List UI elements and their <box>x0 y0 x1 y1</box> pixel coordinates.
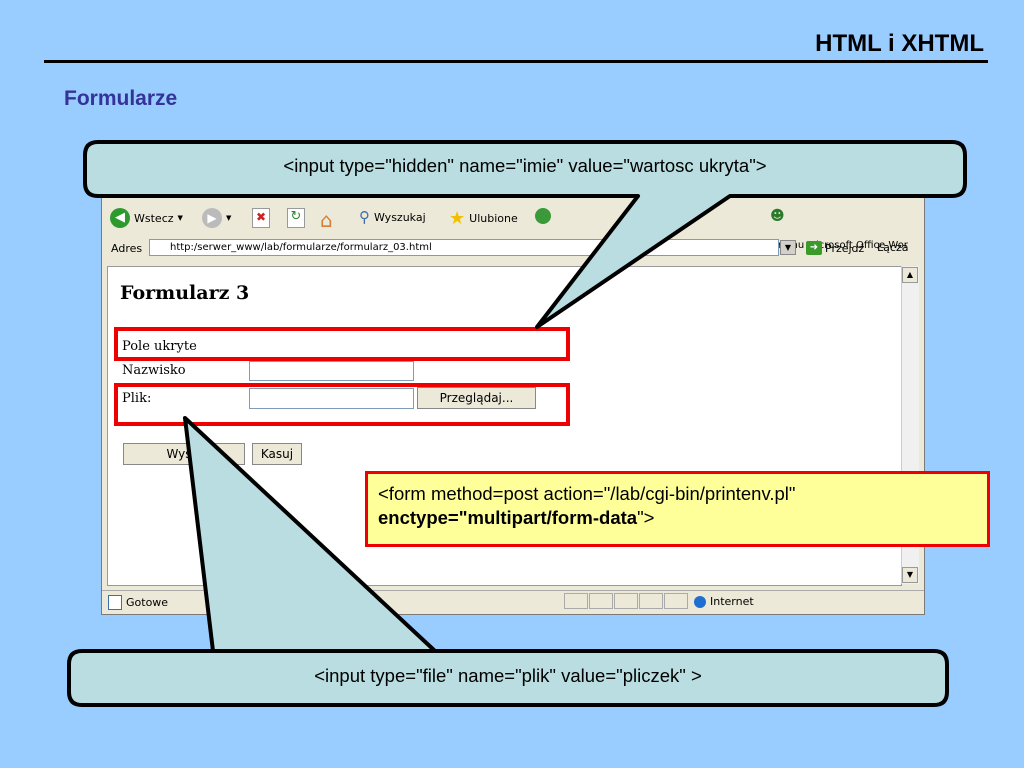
file-label: Plik: <box>122 391 152 406</box>
messenger-button[interactable]: ☻ <box>770 208 785 224</box>
forward-arrow-icon: ▶ <box>202 208 222 228</box>
chevron-down-icon: ▼ <box>906 570 914 579</box>
file-field-highlight <box>114 383 570 426</box>
status-cell <box>614 593 638 609</box>
surname-input[interactable] <box>249 361 414 381</box>
status-cell <box>664 593 688 609</box>
history-icon <box>535 208 551 224</box>
hidden-field-highlight <box>114 327 570 361</box>
slide-title: HTML i XHTML <box>815 30 984 57</box>
surname-label: Nazwisko <box>122 363 186 378</box>
go-arrow-icon: ➜ <box>806 241 822 255</box>
file-input[interactable] <box>249 388 414 409</box>
form-enctype: enctype="multipart/form-data <box>378 507 638 528</box>
hidden-field-label: Pole ukryte <box>122 339 197 354</box>
address-label: Adres <box>111 242 143 255</box>
title-divider <box>44 60 988 63</box>
refresh-button[interactable]: ↻ <box>287 208 305 228</box>
form-tag-close: "> <box>637 507 655 528</box>
forward-button[interactable]: ▶ ▼ <box>202 208 231 228</box>
bottom-callout-bubble <box>67 416 949 707</box>
scroll-up-button[interactable]: ▲ <box>902 267 918 283</box>
reset-button[interactable]: Kasuj <box>252 443 302 465</box>
back-button[interactable]: ◀ Wstecz ▼ <box>110 208 183 228</box>
status-bar: Gotowe Internet <box>102 590 924 613</box>
zone-text: Internet <box>710 595 754 608</box>
home-icon: ⌂ <box>320 208 333 232</box>
form-tag-note: <form method=post action="/lab/cgi-bin/p… <box>365 471 990 547</box>
links-label[interactable]: Łącza <box>877 241 909 254</box>
messenger-icon: ☻ <box>770 208 785 224</box>
home-button[interactable]: ⌂ <box>320 208 333 232</box>
form-tag-line1: <form method=post action="/lab/cgi-bin/p… <box>378 483 796 504</box>
back-label: Wstecz <box>134 211 174 225</box>
go-label: Przejdź <box>825 241 865 255</box>
back-arrow-icon: ◀ <box>110 208 130 228</box>
chevron-down-icon: ▼ <box>784 243 792 252</box>
scroll-down-button[interactable]: ▼ <box>902 567 918 583</box>
stop-icon: ✖ <box>252 208 270 228</box>
status-zone: Internet <box>694 595 754 608</box>
status-ready: Gotowe <box>108 595 168 610</box>
stop-button[interactable]: ✖ <box>252 208 270 228</box>
chevron-down-icon: ▼ <box>226 214 232 222</box>
globe-icon <box>694 595 706 608</box>
status-cell <box>564 593 588 609</box>
top-callout-bubble <box>83 140 967 329</box>
status-cell <box>639 593 663 609</box>
file-input-code: <input type="file" name="plik" value="pl… <box>314 665 702 686</box>
history-button[interactable] <box>535 208 551 224</box>
chevron-down-icon: ▼ <box>177 214 183 222</box>
search-icon: ⚲ <box>359 208 370 226</box>
address-dropdown[interactable]: ▼ <box>780 240 796 255</box>
hidden-input-code: <input type="hidden" name="imie" value="… <box>283 155 767 176</box>
page-icon <box>108 595 122 610</box>
status-text: Gotowe <box>126 596 169 609</box>
browse-button[interactable]: Przeglądaj... <box>417 387 536 409</box>
search-button[interactable]: ⚲ Wyszukaj <box>359 208 426 226</box>
chevron-up-icon: ▲ <box>906 270 914 279</box>
page-heading: Formularz 3 <box>120 282 250 304</box>
go-button[interactable]: ➜ Przejdź <box>806 241 864 255</box>
form-tag-line2: enctype="multipart/form-data"> <box>378 506 987 530</box>
star-icon: ★ <box>449 208 466 229</box>
favorites-button[interactable]: ★ Ulubione <box>449 208 518 229</box>
status-cell <box>589 593 613 609</box>
search-label: Wyszukaj <box>374 210 426 224</box>
favorites-label: Ulubione <box>469 212 518 225</box>
slide-subtitle: Formularze <box>64 87 178 110</box>
refresh-icon: ↻ <box>287 208 305 228</box>
